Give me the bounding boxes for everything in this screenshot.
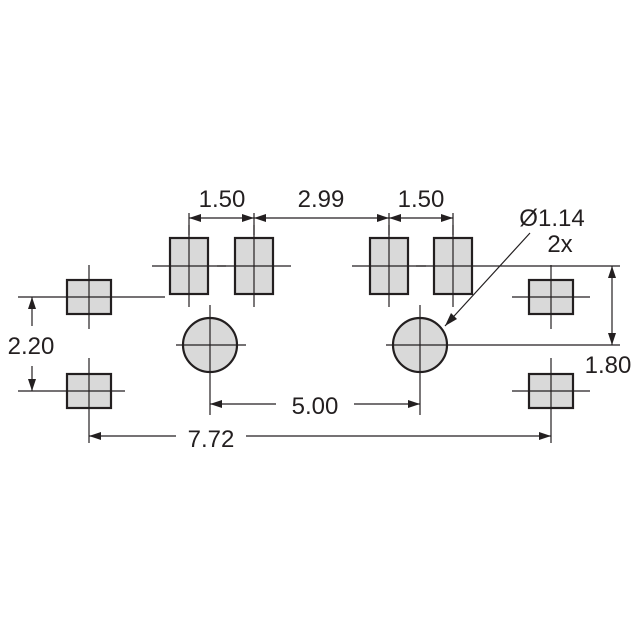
dimension-hole-spacing bbox=[210, 400, 420, 408]
dimension-hole-diameter-leader bbox=[444, 232, 531, 327]
dim-label-hole-count: 2x bbox=[547, 231, 572, 258]
dim-label-offset-vertical: 1.80 bbox=[585, 352, 632, 379]
dim-label-hole-diameter: Ø1.14 bbox=[519, 205, 584, 232]
dim-label-pin-pitch-vertical: 2.20 bbox=[8, 333, 55, 360]
side-pad-bottom-left bbox=[50, 358, 125, 443]
dimension-top-chain bbox=[188, 213, 454, 235]
dimension-left-vertical bbox=[18, 296, 50, 392]
top-pad-1 bbox=[152, 225, 226, 307]
hole-right bbox=[386, 305, 620, 415]
dim-label-pad-width-right: 1.50 bbox=[398, 186, 445, 213]
top-pad-3 bbox=[352, 225, 426, 307]
dim-label-overall-width: 7.72 bbox=[188, 426, 235, 453]
dim-label-pad-width-left: 1.50 bbox=[199, 186, 246, 213]
side-pad-top-left bbox=[50, 265, 165, 329]
top-pad-4 bbox=[416, 225, 620, 307]
dimension-right-vertical bbox=[608, 266, 616, 345]
side-pad-bottom-right bbox=[512, 358, 590, 443]
top-pad-2 bbox=[217, 225, 291, 307]
dimension-overall-width bbox=[89, 432, 551, 440]
hole-left bbox=[176, 305, 246, 415]
dim-label-pad-gap: 2.99 bbox=[298, 186, 345, 213]
side-pad-top-right bbox=[512, 265, 590, 329]
dim-label-hole-spacing: 5.00 bbox=[292, 393, 339, 420]
